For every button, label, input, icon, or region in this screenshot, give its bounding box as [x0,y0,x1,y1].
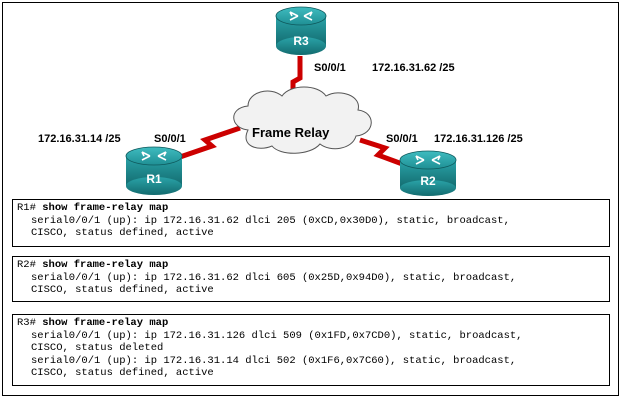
r1-output-box: R1# show frame-relay map serial0/0/1 (up… [12,199,610,247]
r3-ip-label: 172.16.31.62 /25 [372,62,455,74]
link-r1-cloud [179,125,241,160]
r1-output-line: serial0/0/1 (up): ip 172.16.31.62 dlci 2… [31,214,510,227]
router-r2-label: R2 [420,174,436,188]
r2-interface-label: S0/0/1 [386,133,418,145]
r1-interface-label: S0/0/1 [154,133,186,145]
r3-output-line: serial0/0/1 (up): ip 172.16.31.14 dlci 5… [31,354,517,367]
r3-output-line: CISCO, status defined, active [31,367,214,379]
router-r2-icon [399,150,457,196]
r1-command: show frame-relay map [42,202,169,214]
r2-output-line: serial0/0/1 (up): ip 172.16.31.62 dlci 6… [31,271,517,284]
topology-diagram [125,6,457,196]
r3-interface-label: S0/0/1 [314,62,346,74]
link-r2-cloud [359,137,406,168]
r2-prompt: R2# [17,259,36,271]
r2-command: show frame-relay map [42,259,169,271]
r3-command: show frame-relay map [42,317,169,329]
frame-relay-cloud [233,86,372,154]
r2-ip-label: 172.16.31.126 /25 [434,133,523,145]
frame-relay-label: Frame Relay [252,125,330,140]
r3-prompt: R3# [17,317,36,329]
r2-output-line: CISCO, status defined, active [31,284,214,296]
router-r1-icon [125,146,183,195]
r2-output-box: R2# show frame-relay map serial0/0/1 (up… [12,256,610,302]
r3-output-line: CISCO, status deleted [31,342,164,354]
r3-output-box: R3# show frame-relay map serial0/0/1 (up… [12,314,610,386]
router-r1-label: R1 [146,172,162,186]
r3-output-line: serial0/0/1 (up): ip 172.16.31.126 dlci … [31,329,523,342]
router-r3-label: R3 [293,34,309,48]
r1-ip-label: 172.16.31.14 /25 [38,133,121,145]
r1-output-line: CISCO, status defined, active [31,227,214,239]
router-r3-icon [275,6,327,55]
r1-prompt: R1# [17,202,36,214]
